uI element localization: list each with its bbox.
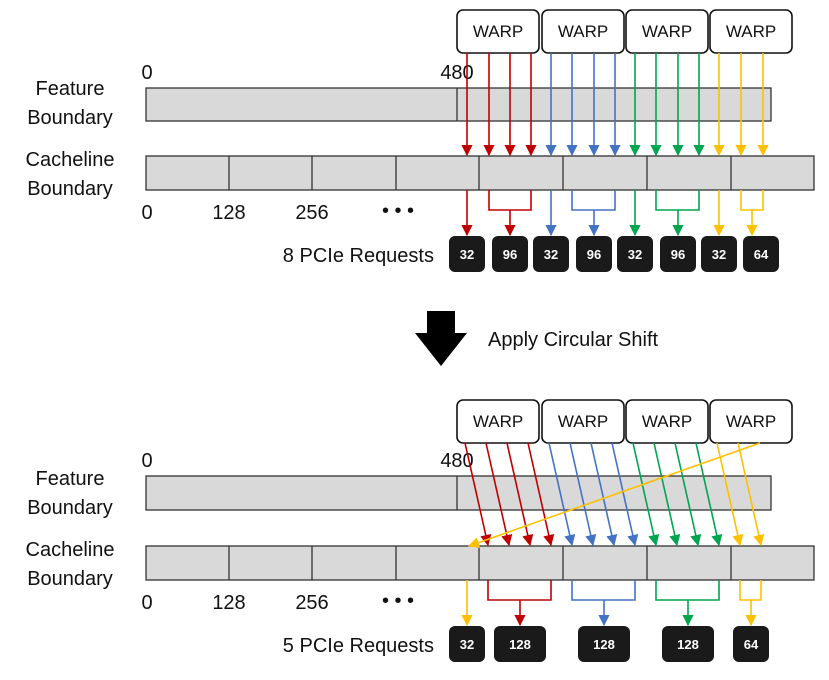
top-tick-128: 128 (212, 202, 245, 224)
bottom-feature-start: 0 (141, 450, 152, 472)
top-warp-2-label: WARP (558, 22, 608, 41)
top-requests-caption: 8 PCIe Requests (283, 245, 434, 267)
bottom-request-badge: 32 (449, 626, 485, 662)
top-request-badge: 32 (701, 236, 737, 272)
bottom-feature-label-line1: Feature (36, 468, 105, 490)
bottom-warp-2-label: WARP (558, 412, 608, 431)
top-ellipsis: • • • (382, 200, 414, 222)
bottom-feature-label-line2: Boundary (27, 497, 113, 519)
bottom-panel: WARP WARP WARP WARP Feature Boundary 0 4… (26, 399, 815, 662)
bottom-request-badge: 128 (578, 626, 630, 662)
bottom-warp-3-arrows (632, 442, 723, 627)
top-feature-label-line1: Feature (36, 78, 105, 100)
bottom-request-badge: 64 (733, 626, 769, 662)
svg-text:32: 32 (628, 247, 642, 262)
svg-text:96: 96 (503, 247, 517, 262)
svg-text:128: 128 (509, 637, 531, 652)
top-request-badge: 32 (533, 236, 569, 272)
top-warp-4-label: WARP (726, 22, 776, 41)
bottom-request-badge: 128 (662, 626, 714, 662)
bottom-warp-3: WARP (625, 399, 709, 444)
top-warp-1: WARP (456, 9, 540, 54)
bottom-warp-2: WARP (541, 399, 625, 444)
bottom-warp-4: WARP (709, 399, 793, 444)
top-feature-label-line2: Boundary (27, 107, 113, 129)
top-warp-3-arrows (629, 53, 705, 237)
svg-text:128: 128 (593, 637, 615, 652)
top-warp-1-arrows (461, 53, 537, 237)
bottom-cacheline-label-line2: Boundary (27, 568, 113, 590)
svg-text:128: 128 (677, 637, 699, 652)
top-request-badge: 96 (660, 236, 696, 272)
top-warp-4-arrows (713, 53, 769, 237)
bottom-cacheline-bar (145, 545, 815, 581)
transition-label: Apply Circular Shift (488, 329, 659, 351)
top-warp-1-label: WARP (473, 22, 523, 41)
top-cacheline-label-line1: Cacheline (26, 149, 115, 171)
top-warp-2: WARP (541, 9, 625, 54)
svg-text:96: 96 (671, 247, 685, 262)
bottom-tick-128: 128 (212, 592, 245, 614)
bottom-warp-4-arrows (461, 442, 765, 627)
svg-text:32: 32 (460, 247, 474, 262)
svg-text:64: 64 (744, 637, 759, 652)
top-tick-256: 256 (295, 202, 328, 224)
svg-text:64: 64 (754, 247, 769, 262)
bottom-feature-bar (145, 475, 772, 511)
bottom-warp-3-label: WARP (642, 412, 692, 431)
top-cacheline-label-line2: Boundary (27, 178, 113, 200)
top-warp-3: WARP (625, 9, 709, 54)
top-warp-2-arrows (545, 53, 621, 237)
bottom-request-badge: 128 (494, 626, 546, 662)
bottom-warp-1: WARP (456, 399, 540, 444)
bottom-warp-1-arrows (464, 442, 555, 627)
svg-text:32: 32 (544, 247, 558, 262)
top-warp-4: WARP (709, 9, 793, 54)
bottom-ellipsis: • • • (382, 590, 414, 612)
top-feature-start: 0 (141, 62, 152, 84)
top-request-badge: 32 (617, 236, 653, 272)
svg-text:32: 32 (460, 637, 474, 652)
bottom-warp-1-label: WARP (473, 412, 523, 431)
top-request-badge: 96 (492, 236, 528, 272)
top-cacheline-bar (145, 155, 815, 191)
bottom-warp-4-label: WARP (726, 412, 776, 431)
svg-text:96: 96 (587, 247, 601, 262)
top-warp-3-label: WARP (642, 22, 692, 41)
bottom-requests-caption: 5 PCIe Requests (283, 635, 434, 657)
svg-text:32: 32 (712, 247, 726, 262)
top-request-badge: 32 (449, 236, 485, 272)
top-tick-0: 0 (141, 202, 152, 224)
bottom-tick-0: 0 (141, 592, 152, 614)
bottom-tick-256: 256 (295, 592, 328, 614)
down-arrow-icon (415, 311, 467, 366)
top-feature-offset: 480 (440, 62, 473, 84)
top-request-badge: 96 (576, 236, 612, 272)
top-feature-bar (145, 87, 772, 122)
top-request-badge: 64 (743, 236, 779, 272)
bottom-feature-offset: 480 (440, 450, 473, 472)
bottom-warp-2-arrows (548, 442, 639, 627)
top-panel: WARP WARP WARP WARP Feature Boundary 0 4… (26, 9, 815, 272)
transition: Apply Circular Shift (415, 311, 659, 366)
bottom-cacheline-label-line1: Cacheline (26, 539, 115, 561)
